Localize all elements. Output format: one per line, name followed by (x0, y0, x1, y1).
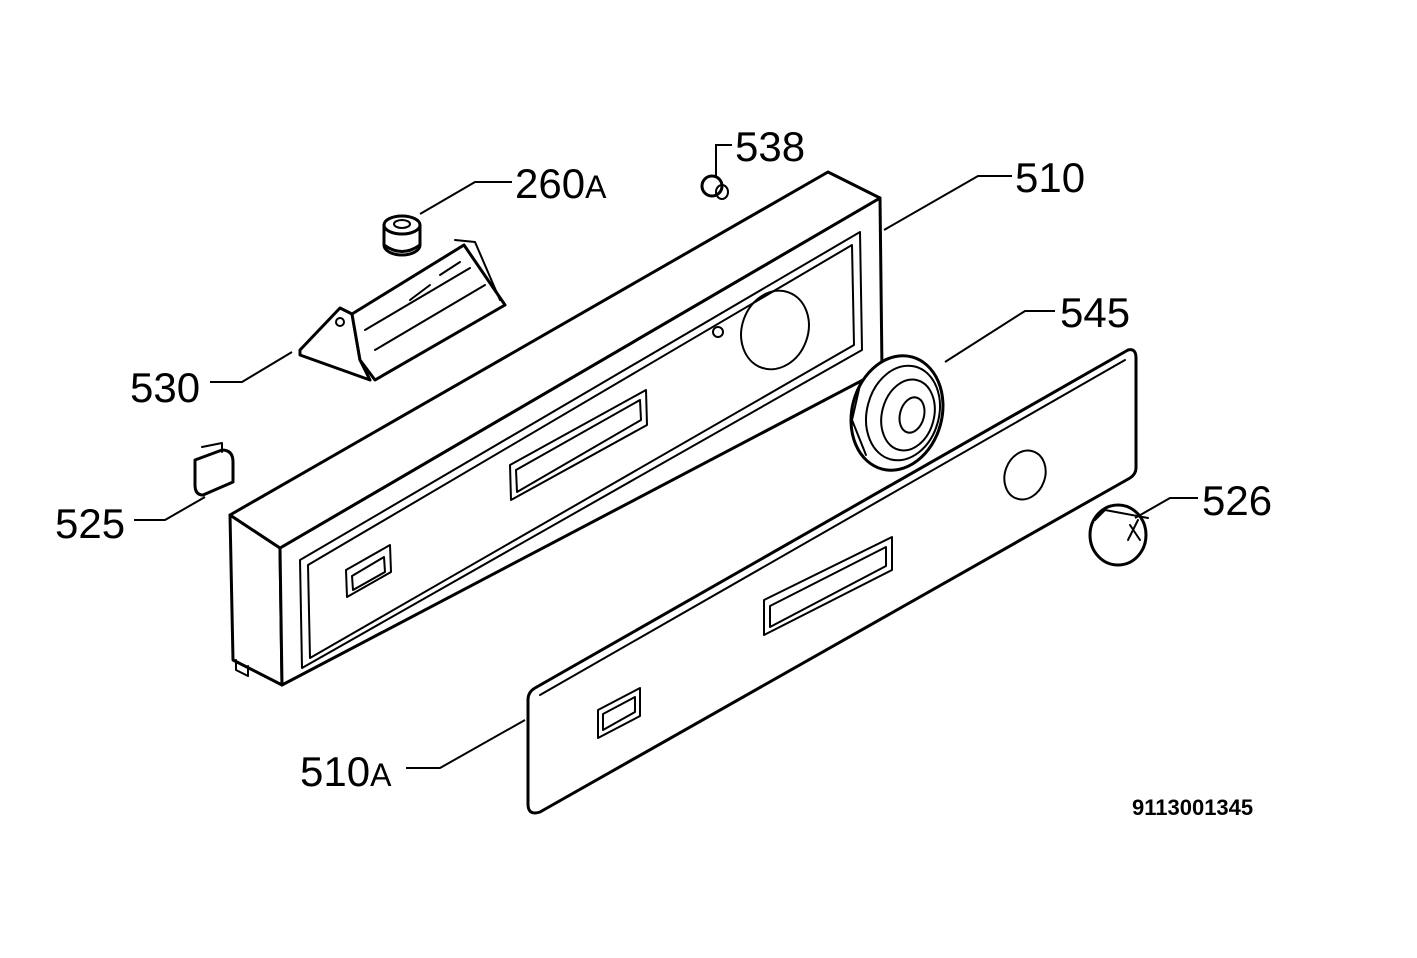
callout-510a: 510A (300, 748, 392, 795)
part-526-knob (1088, 503, 1149, 567)
leader-530 (210, 351, 293, 383)
callout-545: 545 (1060, 289, 1130, 336)
leader-510 (883, 175, 1012, 231)
part-538-clip (700, 174, 729, 200)
drawing-number: 9113001345 (1132, 795, 1253, 820)
leader-525 (134, 496, 206, 521)
leader-260a (419, 181, 512, 215)
callout-525: 525 (55, 500, 125, 547)
callout-260a: 260A (515, 160, 607, 207)
part-530-switch-bracket (298, 239, 507, 382)
leader-510a (406, 719, 526, 769)
leader-545 (944, 310, 1055, 363)
callout-538: 538 (735, 123, 805, 170)
callout-labels: 538 260A 510 545 530 525 526 510A (55, 123, 1272, 795)
leader-526 (1134, 497, 1198, 519)
callout-510: 510 (1015, 154, 1085, 201)
leader-lines (134, 144, 1198, 769)
callout-530: 530 (130, 364, 200, 411)
part-525-button (193, 442, 235, 497)
part-510-control-panel (228, 170, 884, 687)
part-545-knob-ring (849, 354, 945, 472)
part-260a-spacer (382, 214, 422, 257)
callout-526: 526 (1202, 477, 1272, 524)
part-510a-front-panel (526, 348, 1138, 815)
leader-538 (715, 144, 732, 178)
